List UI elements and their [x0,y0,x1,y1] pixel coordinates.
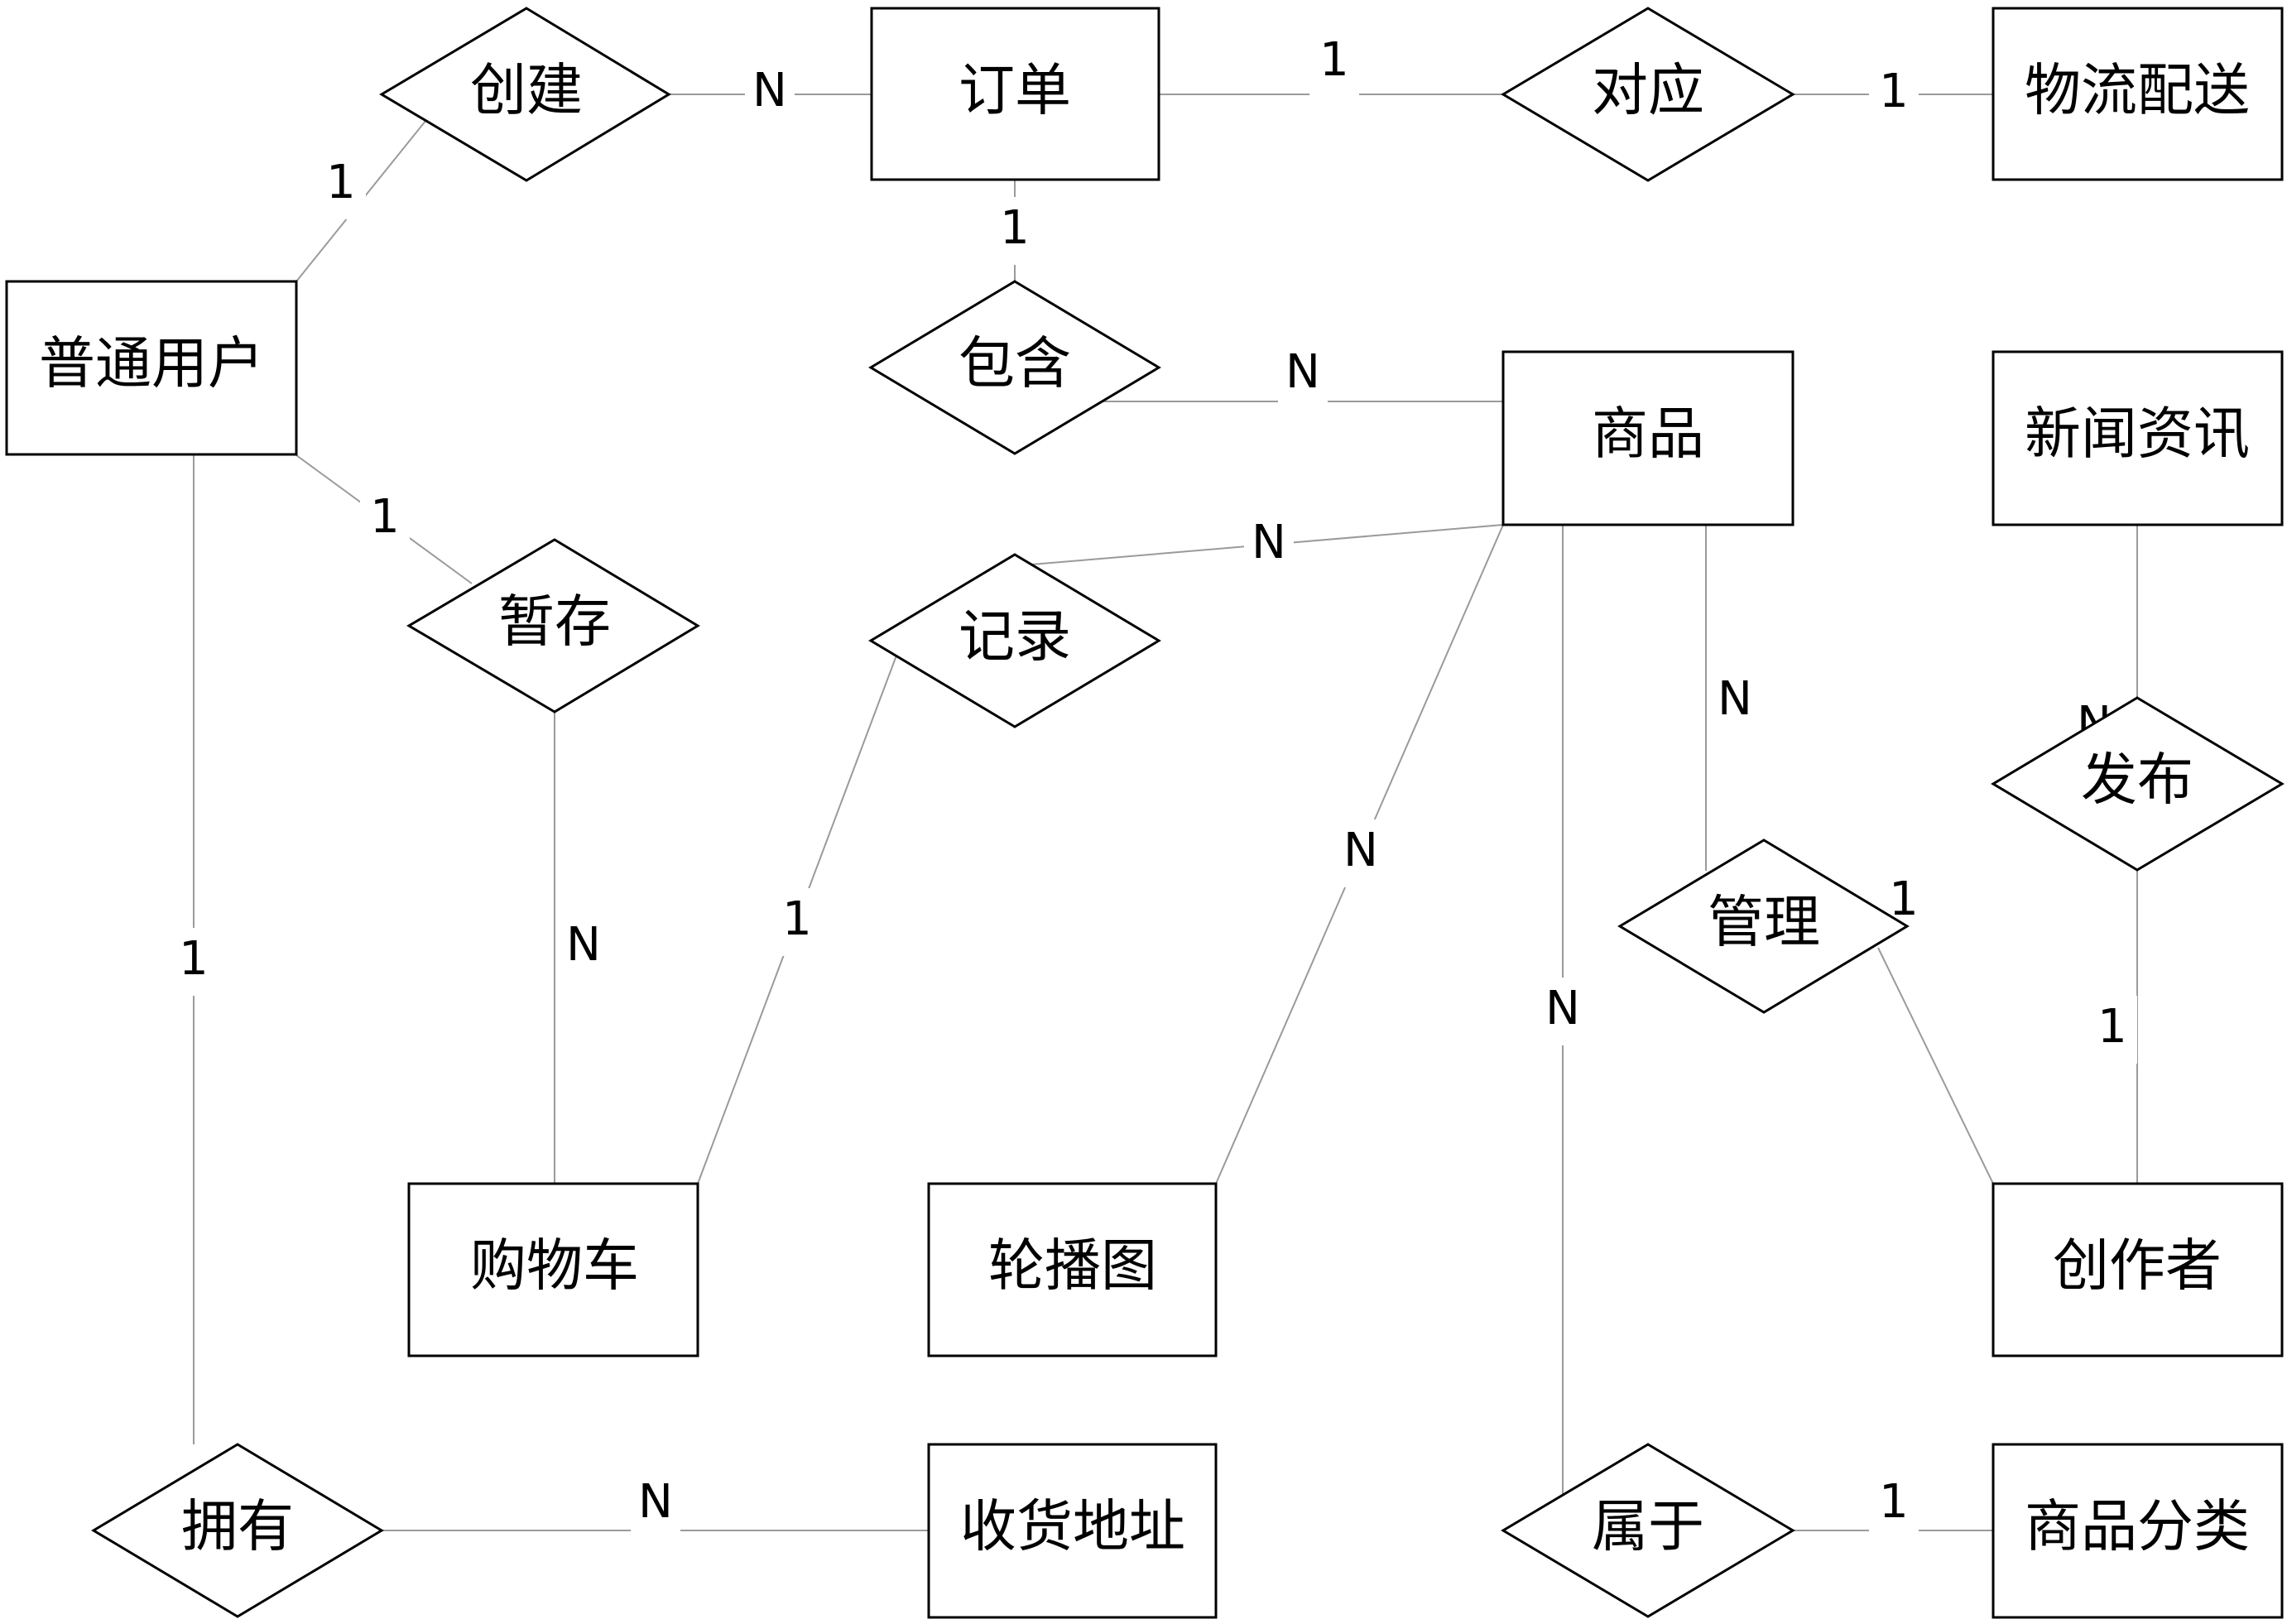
relationship-own-label: 拥有 [181,1495,294,1560]
relationship-belong: 属于 [1501,1443,1795,1618]
cardinality-user-create: 1 [326,156,356,209]
cardinality-create-order: N [752,64,787,118]
relationship-correspond: 对应 [1501,7,1795,182]
cardinality-labels: 1 N 1 1 1 N 1 N N 1 N N N 1 N 1 1 N 1 [169,29,2137,1539]
edge-manage-creator [1877,947,1994,1184]
relationship-record: 记录 [868,553,1161,728]
cardinality-user-own: 1 [179,932,209,986]
cardinality-publish-creator: 1 [2097,1000,2127,1054]
relationship-publish: 发布 [1991,696,2285,872]
cardinality-stash-cart: N [566,918,601,972]
entity-news: 新闻资讯 [1992,350,2284,526]
entity-cart-label: 购物车 [470,1234,639,1300]
relationship-correspond-label: 对应 [1592,59,1704,124]
entity-address-label: 收货地址 [960,1495,1185,1560]
entity-boxes: 订单 物流配送 普通用户 商品 新闻资讯 购物车 轮播图 创作者 [5,7,2284,1619]
relationship-manage: 管理 [1617,838,1910,1014]
relationship-contain-label: 包含 [959,332,1071,397]
relationship-manage-label: 管理 [1708,891,1820,956]
relationship-belong-label: 属于 [1592,1495,1704,1560]
entity-news-label: 新闻资讯 [2025,402,2250,468]
cardinality-own-address: N [638,1475,673,1529]
entity-order-label: 订单 [959,59,1071,124]
cardinality-order-contain: 1 [1000,201,1030,255]
entity-user-label: 普通用户 [39,332,264,397]
relationship-own: 拥有 [91,1443,384,1618]
entity-product-label: 商品 [1592,402,1704,468]
entity-logistics: 物流配送 [1992,7,2284,181]
entity-creator: 创作者 [1992,1182,2284,1357]
entity-logistics-label: 物流配送 [2025,59,2250,124]
entity-product: 商品 [1501,350,1795,526]
relationship-publish-label: 发布 [2081,748,2193,814]
entity-user: 普通用户 [5,280,298,456]
entity-address: 收货地址 [927,1443,1218,1619]
cardinality-product-belong: N [1545,982,1580,1035]
entity-carousel: 轮播图 [927,1182,1218,1357]
entity-cart: 购物车 [407,1182,699,1357]
relationship-stash: 暂存 [406,538,700,714]
cardinality-record-product: N [1252,516,1286,569]
entity-order: 订单 [870,7,1160,181]
entity-creator-label: 创作者 [2053,1234,2222,1300]
entity-carousel-label: 轮播图 [988,1234,1157,1300]
cardinality-product-manage: N [1718,672,1752,726]
relationship-stash-label: 暂存 [498,590,611,656]
cardinality-belong-category: 1 [1879,1475,1909,1529]
entity-category: 商品分类 [1992,1443,2284,1619]
cardinality-user-stash: 1 [370,490,400,544]
cardinality-contain-product: N [1285,345,1320,399]
cardinality-product-carousel: N [1343,824,1378,877]
cardinality-correspond-logistics: 1 [1879,65,1909,118]
relationship-create: 创建 [379,7,671,182]
relationship-contain: 包含 [868,280,1161,455]
cardinality-cart-record: 1 [782,892,812,946]
relationship-diamonds: 创建 对应 包含 暂存 记录 发布 管理 拥有 [91,7,2285,1618]
relationship-create-label: 创建 [470,59,583,124]
cardinality-order-correspond: 1 [1319,33,1349,87]
entity-category-label: 商品分类 [2025,1495,2250,1560]
relationship-record-label: 记录 [959,605,1071,670]
